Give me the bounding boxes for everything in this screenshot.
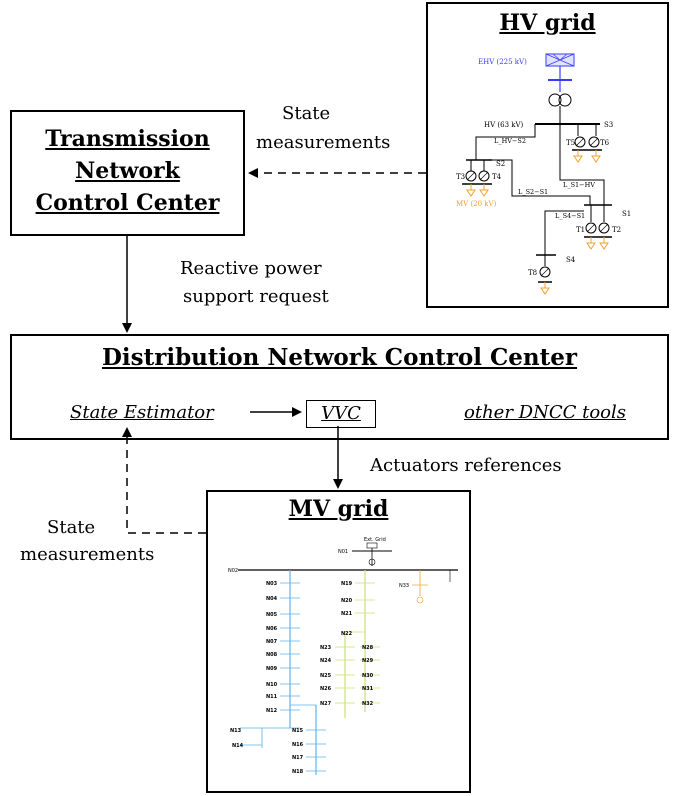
state-meas-bottom-line2: measurements xyxy=(20,544,155,565)
tncc-title-line2: Network xyxy=(75,158,180,184)
node-label: N10 xyxy=(266,682,278,688)
node-label: N13 xyxy=(230,728,242,734)
t8-transformer-icon xyxy=(539,266,551,278)
node-label: N24 xyxy=(320,658,332,664)
state-meas-bottom-line1: State xyxy=(47,517,96,538)
node-label: N20 xyxy=(341,598,353,604)
node-label: N09 xyxy=(266,666,278,672)
t6-label: T6 xyxy=(600,139,610,147)
t1-transformer-icon xyxy=(585,222,597,234)
hv-bus-label: HV (63 kV) xyxy=(484,121,524,129)
state-estimator-label: State Estimator xyxy=(70,402,214,423)
l-s1-hv-label: L_S1−HV xyxy=(563,181,595,189)
node-label: N14 xyxy=(232,743,244,749)
mv-grid-title: MV grid xyxy=(288,496,389,522)
ext-grid-label: Ext. Grid xyxy=(364,537,386,543)
node-label: N08 xyxy=(266,652,278,658)
t4-label: T4 xyxy=(492,173,502,181)
node-label: N31 xyxy=(362,686,374,692)
dncc-box: Distribution Network Control Center Stat… xyxy=(10,334,669,440)
reactive-line1: Reactive power xyxy=(180,258,322,279)
s4-label: S4 xyxy=(566,256,576,264)
node-label: N23 xyxy=(320,645,332,651)
t2-transformer-icon xyxy=(598,222,610,234)
green-feeder-stubs xyxy=(335,582,380,704)
node-label: N06 xyxy=(266,626,278,632)
n01-label: N01 xyxy=(338,549,348,555)
node-label: N25 xyxy=(320,673,332,679)
node-label: N26 xyxy=(320,686,332,692)
node-label: N17 xyxy=(292,755,304,761)
t3-label: T3 xyxy=(456,173,465,181)
node-label: N30 xyxy=(362,673,374,679)
node-label: N03 xyxy=(266,581,278,587)
node-label: N21 xyxy=(341,611,353,617)
node-label: N15 xyxy=(292,728,304,734)
l-hv-s2-label: L_HV−S2 xyxy=(494,137,526,145)
t5-transformer-icon xyxy=(574,136,586,148)
mv-grid-box: MV grid xyxy=(206,490,471,793)
n02-label: N02 xyxy=(228,568,238,574)
node-label: N05 xyxy=(266,612,278,618)
s3-label: S3 xyxy=(604,121,613,129)
node-label: N19 xyxy=(341,581,353,587)
t8-label: T8 xyxy=(528,269,537,277)
other-tools-label: other DNCC tools xyxy=(464,402,626,423)
ehv-label: EHV (225 kV) xyxy=(478,58,527,66)
state-meas-top-line1: State xyxy=(282,103,331,124)
node-label: N27 xyxy=(320,701,332,707)
s1-label: S1 xyxy=(622,210,631,218)
hv-grid-box: HV grid xyxy=(426,2,669,308)
t5-label: T5 xyxy=(566,139,575,147)
node-label: N29 xyxy=(362,658,374,664)
tncc-title-line3: Control Center xyxy=(35,190,220,216)
tncc-box: Transmission Network Control Center xyxy=(10,110,245,236)
vvc-box: VVC xyxy=(306,400,376,428)
mv-voltage-label: MV (20 kV) xyxy=(456,200,497,208)
state-meas-top-line2: measurements xyxy=(256,132,391,153)
node-label: N11 xyxy=(266,694,278,700)
blue-feeder-stubs xyxy=(240,582,326,772)
t1-label: T1 xyxy=(576,226,585,234)
node-label: N32 xyxy=(362,701,374,707)
node-label: N18 xyxy=(292,769,304,775)
reactive-line2: support request xyxy=(183,286,329,307)
actuators-label: Actuators references xyxy=(370,455,562,476)
ext-grid-icon xyxy=(366,542,378,549)
n33-label: N33 xyxy=(399,583,409,589)
node-label: N07 xyxy=(266,639,278,645)
ehv-transformer-icon xyxy=(548,93,572,107)
l-s2-s1-label: L_S2−S1 xyxy=(518,188,548,196)
node-label: N28 xyxy=(362,645,374,651)
dncc-title: Distribution Network Control Center xyxy=(101,344,578,371)
node-label: N22 xyxy=(341,631,353,637)
hv-grid-title: HV grid xyxy=(499,10,596,36)
node-label: N04 xyxy=(266,596,278,602)
tncc-title-line1: Transmission xyxy=(45,126,210,152)
node-label: N16 xyxy=(292,742,304,748)
vvc-label: VVC xyxy=(321,403,361,424)
s2-label: S2 xyxy=(496,160,505,168)
l-s4-s1-label: L_S4−S1 xyxy=(555,212,585,220)
t2-label: T2 xyxy=(612,226,621,234)
t6-transformer-icon xyxy=(588,136,600,148)
node-label: N12 xyxy=(266,708,278,714)
